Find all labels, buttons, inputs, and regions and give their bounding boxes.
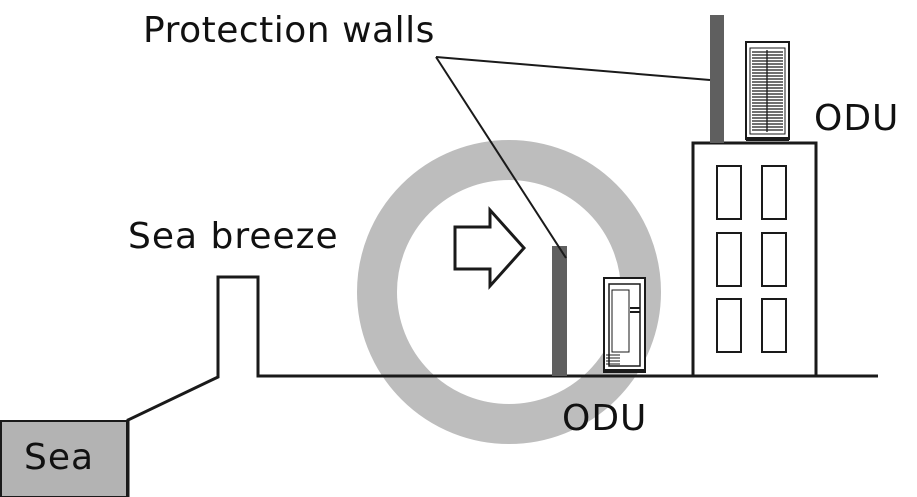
ground-outdoor-unit-icon xyxy=(603,277,646,373)
highlight-ring xyxy=(357,140,661,444)
leader-line-rooftop-wall xyxy=(435,56,711,81)
building-window xyxy=(716,165,742,220)
odu-rooftop-label: ODU xyxy=(814,98,899,139)
leader-line-ground-wall xyxy=(435,56,567,259)
building-window xyxy=(761,232,787,287)
sea-block xyxy=(0,420,128,497)
sea-label: Sea xyxy=(24,437,94,478)
protection-walls-label: Protection walls xyxy=(143,10,435,51)
ground-profile xyxy=(126,275,878,497)
sea-breeze-label: Sea breeze xyxy=(128,216,339,257)
building-window xyxy=(716,298,742,353)
rooftop-protection-wall xyxy=(710,15,724,143)
ground-protection-wall xyxy=(552,246,567,376)
building xyxy=(691,141,818,378)
building-window xyxy=(761,165,787,220)
building-window xyxy=(761,298,787,353)
rooftop-outdoor-unit-icon xyxy=(745,41,790,141)
odu-ground-label: ODU xyxy=(562,398,647,439)
wind-arrow-icon xyxy=(453,206,527,290)
building-window xyxy=(716,232,742,287)
